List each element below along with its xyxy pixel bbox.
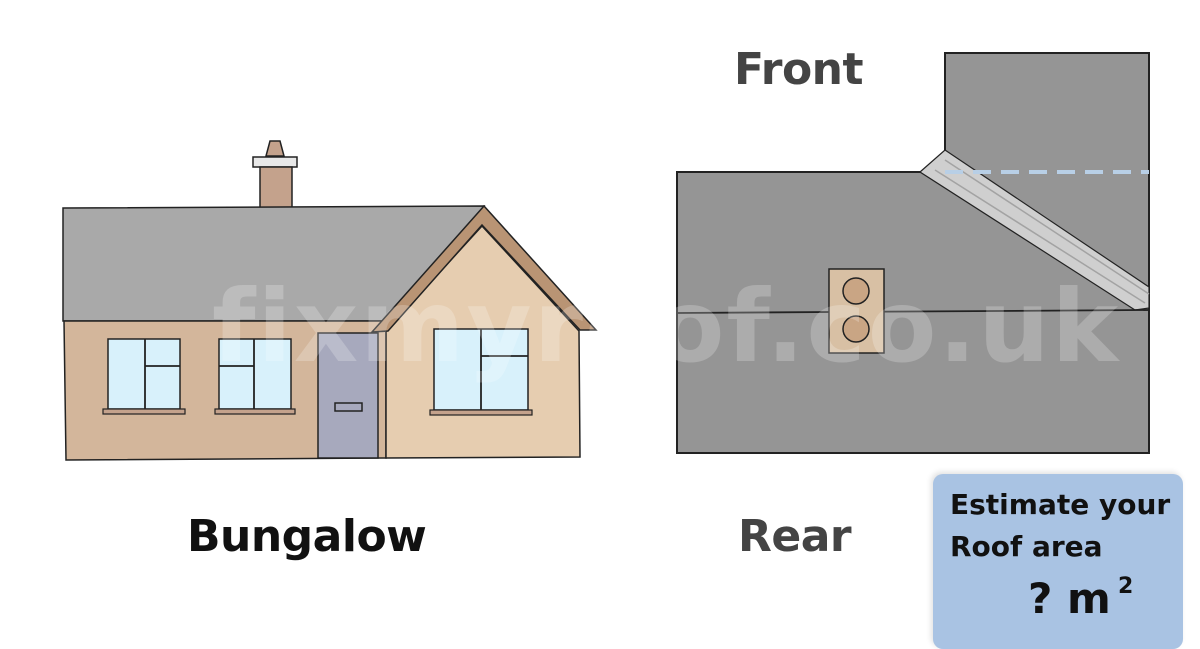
area-unit-value: ? m (1028, 574, 1111, 623)
rear-label: Rear (738, 511, 852, 562)
estimate-roof-area-card[interactable]: Estimate your Roof area ? m 2 (933, 474, 1183, 649)
estimate-title-line2: Roof area (950, 530, 1103, 563)
front-door (317, 332, 379, 459)
estimate-title-line1: Estimate your (950, 488, 1171, 521)
roof-diagram (62, 52, 1150, 461)
bungalow-illustration (62, 140, 598, 461)
window-left (102, 338, 186, 415)
area-unit-superscript: 2 (1118, 574, 1134, 599)
chimney-pot-lower (842, 315, 870, 343)
window-middle (214, 338, 296, 415)
front-label: Front (734, 44, 864, 95)
bungalow-label: Bungalow (187, 511, 427, 562)
roof-plan (676, 52, 1150, 454)
gable-roof-trim (370, 204, 598, 333)
chimney-pot-upper (842, 277, 870, 305)
window-gable (429, 328, 533, 416)
roof-ridge-line (676, 309, 1150, 314)
chimney-top-view (828, 268, 885, 354)
